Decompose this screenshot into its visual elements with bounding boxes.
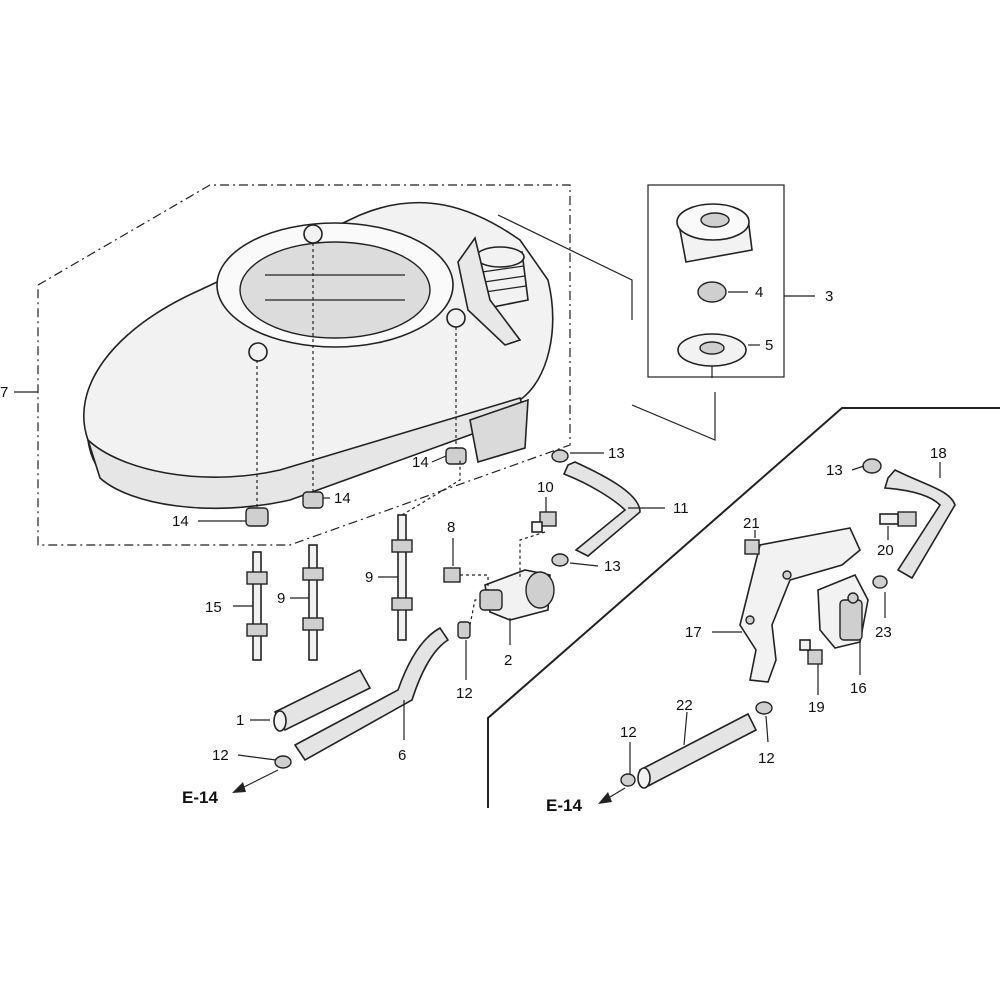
fuel-tank [83, 201, 554, 510]
callout-1: 1 [236, 712, 244, 729]
callout-14-b: 14 [334, 490, 351, 507]
clip-13-right [862, 458, 882, 474]
clip-13-lower [551, 553, 569, 567]
callout-19: 19 [808, 699, 825, 716]
callout-9-a: 9 [277, 590, 285, 607]
clip-12-right-left [620, 773, 636, 787]
callout-23: 23 [875, 624, 892, 641]
nut-8 [443, 567, 489, 590]
callout-12-c: 12 [620, 724, 637, 741]
fuel-tube-6 [293, 626, 450, 762]
clip-12-valve [457, 599, 480, 639]
callout-14-a: 14 [172, 513, 189, 530]
callout-2: 2 [504, 652, 512, 669]
callout-13-b: 13 [604, 558, 621, 575]
callout-8: 8 [447, 519, 455, 536]
callout-9-b: 9 [365, 569, 373, 586]
bracket-17 [739, 527, 861, 683]
clip-12-left [274, 755, 292, 769]
reference-arrow-left [232, 769, 279, 793]
fuel-tube-1 [273, 668, 372, 732]
callout-14-c: 14 [412, 454, 429, 471]
fuel-cock-16 [817, 573, 869, 649]
fuel-tank-group-outline [37, 184, 571, 546]
fuel-valve-2 [479, 569, 555, 621]
callout-10: 10 [537, 479, 554, 496]
cap-leader-line [497, 214, 633, 320]
callout-4: 4 [755, 284, 763, 301]
reference-label-left: E-14 [182, 788, 218, 807]
grommet-14-b [302, 243, 324, 509]
callout-22: 22 [676, 697, 693, 714]
reference-label-right: E-14 [546, 796, 582, 815]
clip-12-right-lower [755, 701, 773, 715]
callout-3: 3 [825, 288, 833, 305]
callout-13-a: 13 [608, 445, 625, 462]
callout-18: 18 [930, 445, 947, 462]
bolt-21 [744, 539, 760, 555]
screw-10 [519, 511, 557, 580]
callout-7: 7 [0, 384, 8, 401]
grommet-14-a [245, 360, 269, 527]
variant-separator-line [487, 407, 1000, 808]
callout-17: 17 [685, 624, 702, 641]
stud-bolt-9-a [302, 544, 324, 661]
stud-bolt-9-b [391, 460, 461, 641]
callout-13-c: 13 [826, 462, 843, 479]
fuel-tube-18 [883, 469, 956, 580]
cap-gasket-4 [697, 281, 748, 303]
fuel-cap [676, 203, 753, 263]
callout-11: 11 [673, 500, 689, 517]
cap-leader-line-lower [631, 392, 716, 441]
callout-15: 15 [205, 599, 222, 616]
callout-12-a: 12 [212, 747, 229, 764]
fuel-cap-assembly-box [647, 184, 815, 378]
clip-13-upper [551, 449, 569, 463]
fuel-tube-11 [562, 461, 641, 557]
bolt-19 [799, 639, 823, 665]
bolt-20 [879, 511, 917, 527]
callout-12-d: 12 [758, 750, 775, 767]
callout-6: 6 [398, 747, 406, 764]
callout-5: 5 [765, 337, 773, 354]
reference-arrow-right [598, 787, 626, 804]
clip-23 [872, 575, 888, 589]
callout-12-b: 12 [456, 685, 473, 702]
callout-20: 20 [877, 542, 894, 559]
callout-leaders [14, 391, 941, 774]
callout-21: 21 [743, 515, 760, 532]
fuel-strainer-5 [677, 333, 760, 378]
fuel-tube-22 [637, 712, 758, 789]
callout-16: 16 [850, 680, 867, 697]
